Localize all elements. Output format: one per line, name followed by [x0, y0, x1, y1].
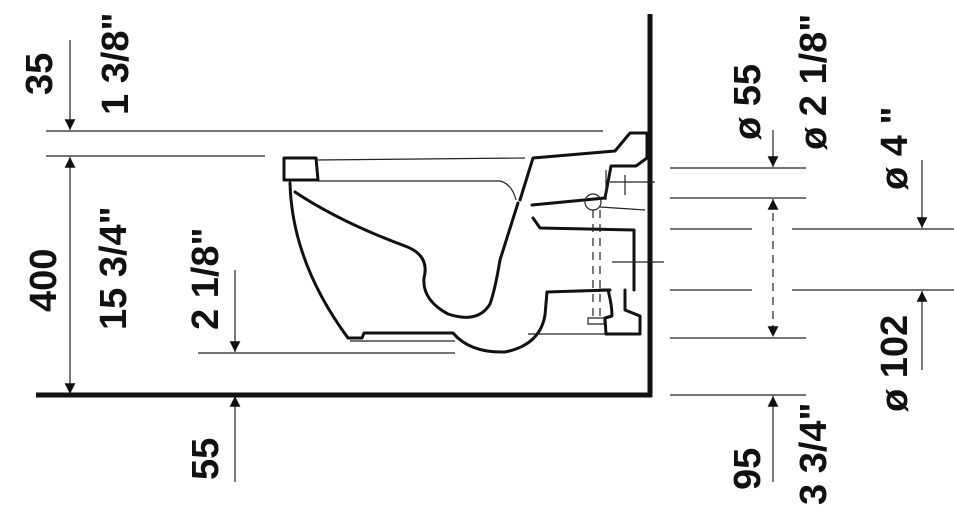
top-offset-in-label: 1 3/8" — [95, 12, 137, 115]
outlet-height-mm-label: 95 — [727, 448, 769, 490]
floor-gap-label: 55 — [185, 438, 227, 480]
inlet-dia-mm-label: ø 55 — [727, 64, 769, 140]
height-in-label: 15 3/4" — [93, 206, 135, 330]
toilet-outline — [282, 131, 664, 354]
height-mm-label: 400 — [23, 249, 65, 312]
top-offset-mm-label: 35 — [19, 53, 61, 95]
inlet-dia-in-label: ø 2 1/8" — [793, 14, 835, 150]
outlet-dia-mm-label: ø 102 — [874, 315, 916, 412]
outlet-height-in-label: 3 3/4" — [793, 402, 835, 505]
rim-drop-label: 2 1/8" — [185, 227, 227, 330]
outlet-dia-in-label: ø 4 " — [874, 107, 916, 190]
